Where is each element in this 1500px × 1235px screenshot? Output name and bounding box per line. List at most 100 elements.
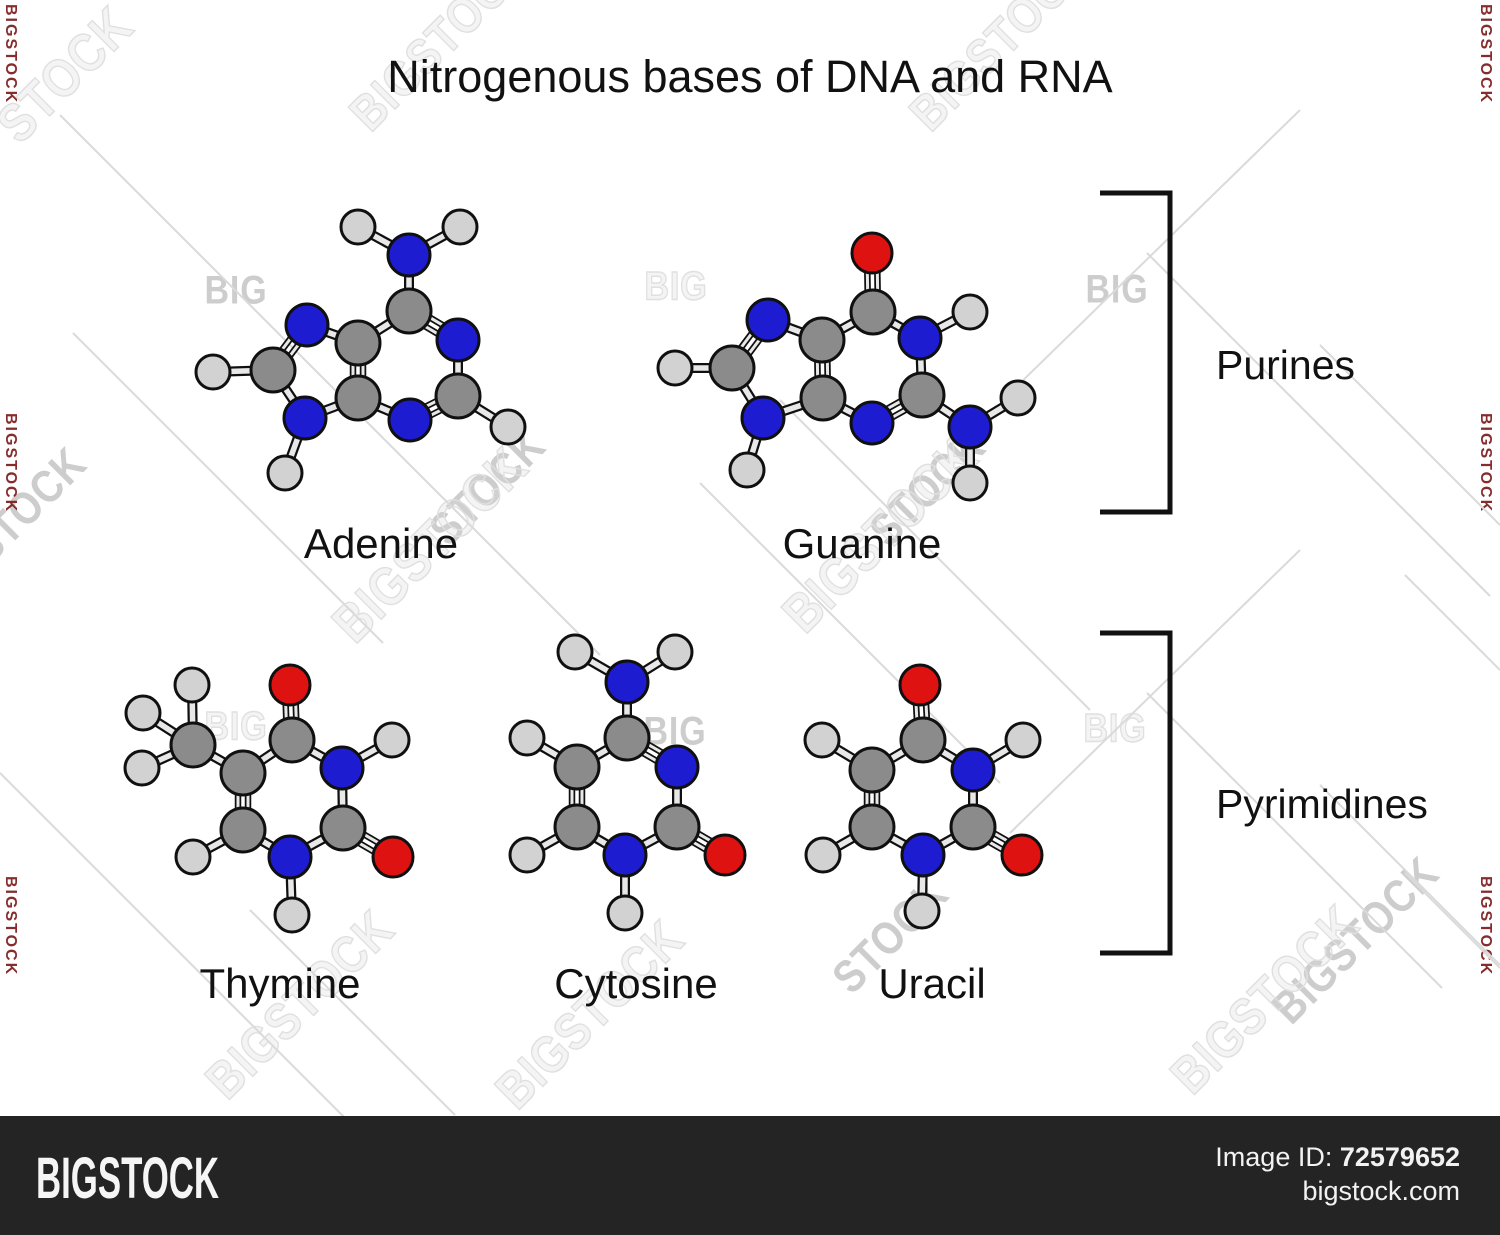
atom-C [219, 806, 267, 854]
molecule-adenine [194, 208, 527, 492]
atom-N [947, 404, 993, 450]
atom-H [339, 208, 377, 246]
atom-H [556, 633, 594, 671]
atom-N [900, 832, 946, 878]
watermark-diagonal-line [249, 909, 456, 1116]
atom-N [284, 302, 330, 348]
watermark-edge-text: BIGSTOCK [2, 413, 19, 514]
atom-C [219, 749, 267, 797]
atom-C [848, 803, 896, 851]
image-id-value: 72579652 [1339, 1142, 1460, 1172]
atom-C [848, 746, 896, 794]
atom-C [553, 803, 601, 851]
watermark-edge-text: BIGSTOCK [2, 4, 19, 105]
label-uracil: Uracil [878, 960, 986, 1007]
atom-H [728, 451, 766, 489]
atom-C [898, 371, 946, 419]
atom-H [606, 894, 644, 932]
atom-N [950, 747, 996, 793]
molecule-uracil [803, 663, 1044, 930]
atom-C [385, 287, 433, 335]
image-id-line: Image ID: 72579652 [1215, 1140, 1460, 1174]
watermark-diagonal-line [1146, 252, 1491, 597]
atom-H [441, 208, 479, 246]
atom-O [371, 835, 415, 879]
atom-C [798, 316, 846, 364]
bracket-purines [1100, 190, 1173, 515]
atom-C [334, 319, 382, 367]
watermark-diagonal-line [1009, 549, 1301, 834]
atom-H [194, 353, 232, 391]
atom-O [850, 231, 894, 275]
atom-N [319, 745, 365, 791]
atom-C [319, 804, 367, 852]
atom-C [799, 374, 847, 422]
atom-N [267, 834, 313, 880]
atom-C [334, 374, 382, 422]
atom-C [653, 803, 701, 851]
atom-H [266, 454, 304, 492]
atom-N [740, 395, 786, 441]
watermark-diagonal-line [0, 772, 346, 1119]
atom-H [508, 836, 546, 874]
atom-H [951, 293, 989, 331]
atom-H [951, 464, 989, 502]
atom-C [899, 716, 947, 764]
footer-info: Image ID: 72579652 bigstock.com [1215, 1140, 1460, 1208]
watermark-diagonal-line [1009, 109, 1301, 394]
atom-H [123, 749, 161, 787]
atom-N [435, 317, 481, 363]
atom-H [373, 721, 411, 759]
atom-C [249, 346, 297, 394]
atom-C [849, 288, 897, 336]
atom-H [999, 379, 1037, 417]
image-id-label: Image ID: [1215, 1142, 1333, 1172]
atom-H [173, 666, 211, 704]
watermark-edge-text: BIGSTOCK [1477, 413, 1494, 514]
label-adenine: Adenine [303, 520, 459, 567]
atom-H [656, 633, 694, 671]
atom-C [949, 803, 997, 851]
watermark-diagonal-line [1146, 692, 1443, 989]
watermark-edge-text: BIGSTOCK [2, 876, 19, 977]
watermark-edge-text: BIGSTOCK [1477, 4, 1494, 105]
molecule-cytosine [508, 633, 747, 932]
atom-C [708, 344, 756, 392]
atom-C [169, 721, 217, 769]
label-purines: Purines [1216, 342, 1356, 388]
watermark-diagonal-line [1319, 344, 1500, 526]
atom-N [849, 400, 895, 446]
label-thymine: Thymine [199, 960, 361, 1007]
atom-N [387, 397, 433, 443]
atom-H [508, 719, 546, 757]
atom-N [745, 297, 791, 343]
atom-C [434, 372, 482, 420]
molecule-guanine [656, 231, 1037, 502]
watermark-diagonal-line [72, 332, 384, 644]
atom-H [124, 694, 162, 732]
atom-H [489, 408, 527, 446]
watermark-diagonal-line [1319, 784, 1500, 966]
bracket-pyrimidines [1100, 630, 1173, 956]
watermark-diagonal-line [699, 482, 1001, 784]
diagram-title: Nitrogenous bases of DNA and RNA [387, 51, 1113, 102]
watermark-diagonal-line [59, 114, 601, 656]
watermark-diagonal-line [1404, 574, 1500, 671]
watermark-diagonal-line [1404, 872, 1500, 969]
atom-H [803, 721, 841, 759]
atom-H [174, 838, 212, 876]
site-domain: bigstock.com [1302, 1176, 1460, 1206]
atom-O [703, 833, 747, 877]
atom-N [654, 744, 700, 790]
atom-N [602, 832, 648, 878]
atom-N [386, 232, 432, 278]
watermark-diagonal-line [779, 399, 1091, 711]
atom-H [273, 896, 311, 934]
label-guanine: Guanine [782, 520, 942, 567]
atom-H [1004, 721, 1042, 759]
atom-O [898, 663, 942, 707]
atom-N [897, 315, 943, 361]
atom-C [603, 714, 651, 762]
